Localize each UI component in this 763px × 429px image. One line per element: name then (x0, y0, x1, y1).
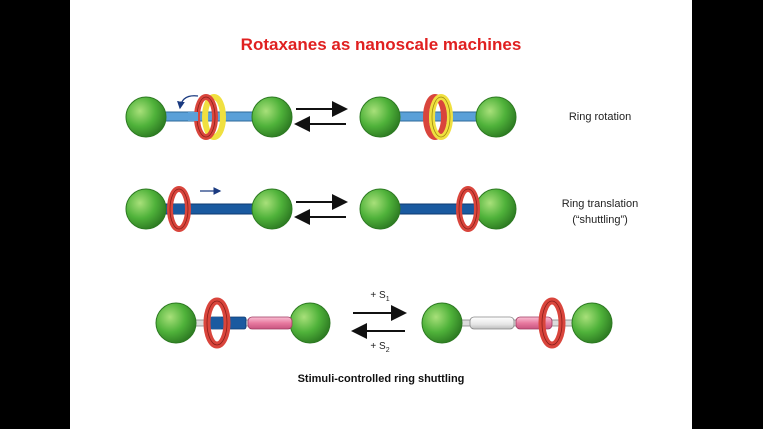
equilibrium-arrows-icon (294, 101, 348, 132)
rotation-arrow-icon (177, 95, 199, 110)
figure-caption: Stimuli-controlled ring shuttling (297, 373, 465, 385)
stimulus-forward-sub: 1 (385, 296, 390, 303)
rotaxane-diagram (125, 94, 613, 349)
row-label-ring-rotation: Ring rotation (568, 111, 632, 123)
translation-rotaxane-left (125, 186, 293, 232)
translation-rotaxane-right (359, 186, 517, 232)
stimulus-reverse-prefix: + S (370, 341, 386, 352)
stimulus-reverse-sub: 2 (385, 347, 390, 354)
stimuli-equilibrium-arrows-icon (351, 305, 407, 339)
rotation-rotaxane-left (125, 94, 293, 140)
equilibrium-arrows-icon (294, 194, 348, 225)
row-label-ring-translation-line1: Ring translation (561, 198, 639, 210)
row-label-ring-translation: Ring translation (“shuttling”) (540, 196, 660, 228)
stimulus-forward-prefix: + S (370, 290, 386, 301)
stimulus-forward-label: + S1 (355, 290, 405, 303)
rotation-rotaxane-right (359, 94, 517, 140)
stimuli-rotaxane-right (421, 297, 613, 349)
slide: Rotaxanes as nanoscale machines (70, 0, 692, 429)
stimuli-rotaxane-left (155, 297, 331, 349)
row-label-ring-translation-line2: (“shuttling”) (572, 214, 628, 226)
slide-title: Rotaxanes as nanoscale machines (240, 35, 522, 54)
stimulus-reverse-label: + S2 (355, 341, 405, 354)
